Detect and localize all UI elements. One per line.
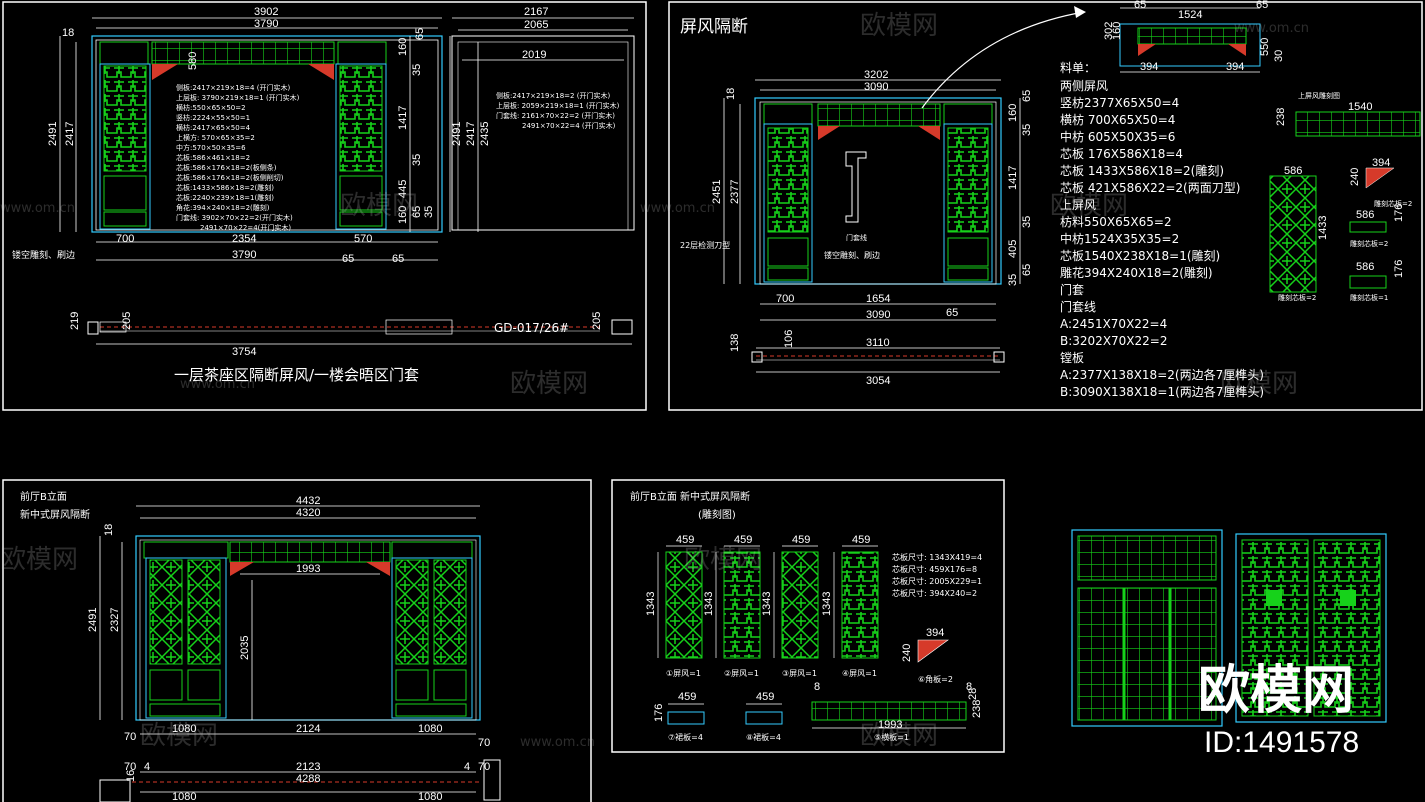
panel1-plan: [87, 319, 633, 335]
panel3-plan: [99, 759, 501, 802]
panel4-parts: [665, 551, 967, 725]
panel3-elevation: [135, 535, 481, 721]
panel4-frame: [611, 479, 1005, 753]
panel1-frame: [2, 1, 647, 411]
panel2-dimension-lines: [723, 79, 1021, 373]
door-elevation-right: [1235, 533, 1387, 723]
panel2-elevation: [754, 97, 1002, 285]
panel3-dimension-lines: [99, 505, 480, 793]
panel3-frame: [2, 479, 592, 802]
panel4-dimension-lines: [657, 545, 966, 729]
panel2-top-detail: [1119, 7, 1421, 293]
panel2-leader-arrow: [921, 11, 1085, 109]
arrow-head-icon: [1074, 6, 1086, 18]
panel1-elevation: [91, 35, 635, 233]
panel2-plan: [751, 351, 1005, 363]
door-elevation-left: [1071, 529, 1223, 727]
panel1-dimension-lines: [59, 17, 634, 345]
panel2-frame: [668, 1, 1423, 411]
